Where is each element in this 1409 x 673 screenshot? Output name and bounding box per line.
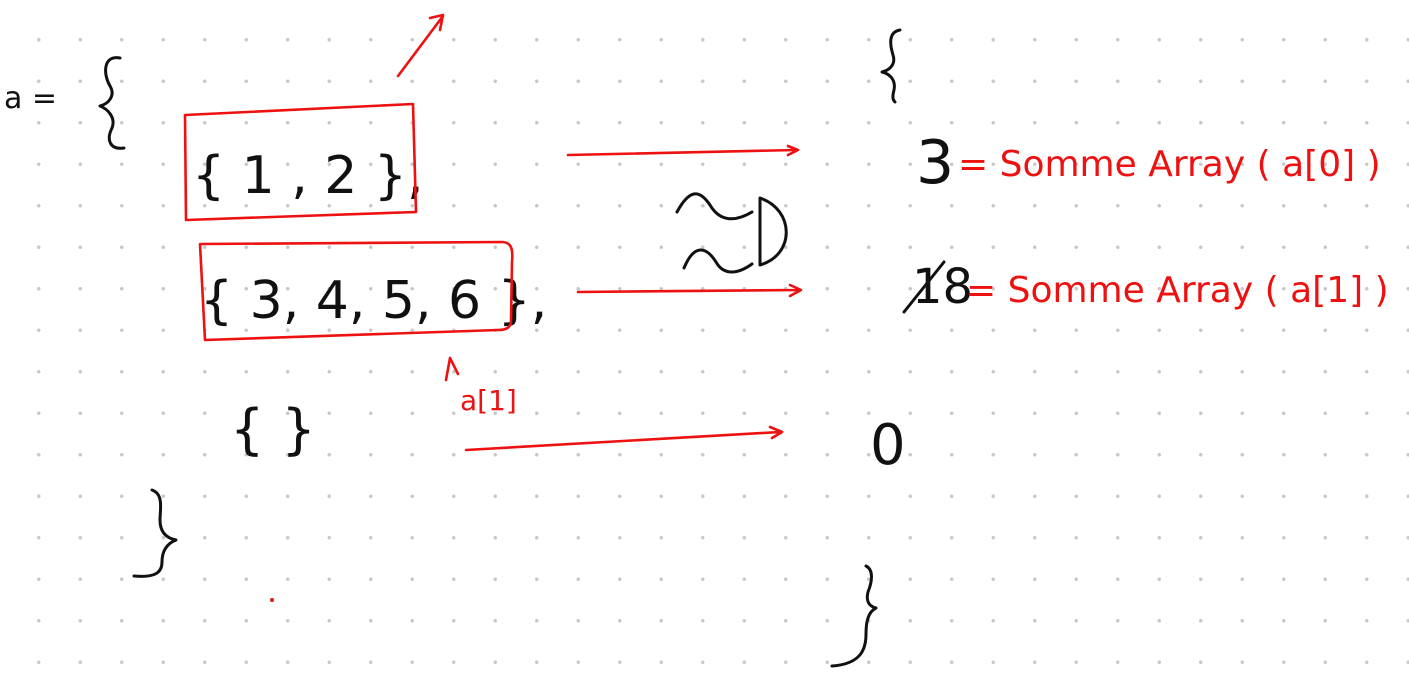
- result-1-value: 3: [916, 128, 954, 198]
- arrow-up-right: [396, 13, 445, 78]
- highlight-box-row-1: [183, 102, 418, 222]
- stray-red-dot: [270, 598, 274, 602]
- variable-name: a =: [4, 81, 57, 116]
- pointer-label: a[1]: [460, 384, 517, 417]
- arrow-row-1-to-result-1: [566, 144, 800, 157]
- array-row-1: { 1 , 2 },: [192, 146, 424, 206]
- pointer-to-row-2: [444, 356, 460, 382]
- result-2-expression: = Somme Array ( a[1] ): [966, 270, 1389, 311]
- outer-close-brace-right: [830, 564, 878, 668]
- result-2-struck-value: 18: [912, 259, 973, 315]
- implies-squiggle-icon: [675, 192, 788, 274]
- array-row-3-empty: { }: [230, 398, 316, 461]
- arrow-row-2-to-result-2: [576, 283, 803, 298]
- outer-open-brace-right: [880, 28, 902, 104]
- outer-close-brace-left: [132, 488, 178, 578]
- strike-through-mark: [902, 260, 946, 314]
- arrow-row-3-to-result-3: [464, 425, 784, 452]
- array-row-2: { 3, 4, 5, 6 },: [200, 271, 547, 331]
- highlight-box-row-2: [198, 240, 514, 342]
- result-1-expression: = Somme Array ( a[0] ): [958, 144, 1381, 185]
- outer-open-brace-left: [98, 56, 126, 150]
- result-3-value: 0: [870, 413, 906, 478]
